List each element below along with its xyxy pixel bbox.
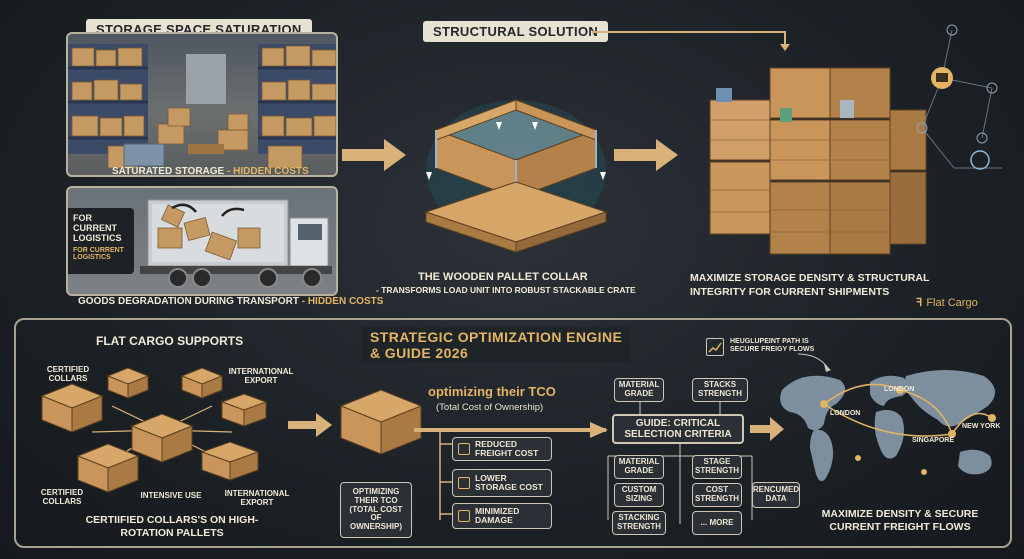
- tco-box: OPTIMIZING THEIR TCO (TOTAL COST OF OWNE…: [340, 482, 412, 538]
- tco-flow-lines: [414, 422, 608, 520]
- goods-degradation-caption: GOODS DEGRADATION DURING TRANSPORT - HID…: [78, 296, 383, 307]
- benefit-lower-storage-text: LOWER STORAGE COST: [475, 472, 543, 492]
- arrow-to-tco: [288, 413, 332, 437]
- engine-title-line2: & GUIDE 2026: [370, 345, 469, 361]
- truck-illustration: [140, 199, 332, 288]
- arrow-to-top-right: [592, 31, 790, 51]
- saturated-storage-text: SATURATED STORAGE: [112, 166, 225, 177]
- wooden-pallet-collar-subtitle: - TRANSFORMS LOAD UNIT INTO ROBUST STACK…: [376, 285, 636, 295]
- city-new-york: NEW YORK: [962, 423, 1001, 430]
- engine-title-block: STRATEGIC OPTIMIZATION ENGINE & GUIDE 20…: [362, 327, 631, 363]
- label-intensive-use: INTENSIVE USE: [140, 491, 202, 500]
- criteria-material-grade: MATERIAL GRADE: [614, 455, 664, 479]
- flat-cargo-logo: ꟻ Flat Cargo: [916, 296, 978, 310]
- world-map: [780, 370, 996, 482]
- tco-subtitle: (Total Cost of Ownership): [436, 402, 544, 413]
- arrow-to-stack: [614, 139, 678, 171]
- box-icon: [458, 477, 470, 489]
- benefit-minimized-damage-text: MINIMIZED DAMAGE: [475, 505, 520, 525]
- warehouse-image: [66, 32, 338, 177]
- certified-collars-caption: CERTIIFIED COLLARS'S ON HIGH-ROTATION PA…: [85, 514, 259, 539]
- stacked-crates-illustration: [709, 67, 927, 255]
- pallet-collar-illustration: [424, 99, 608, 253]
- wooden-pallet-collar-title: THE WOODEN PALLET COLLAR: [418, 271, 588, 283]
- truck-image: FOR CURRENT LOGISTICS FOR CURRENT LOGIST…: [66, 186, 338, 296]
- arrow-to-collar: [342, 139, 406, 171]
- extra-data-box: RENCUMED DATA: [752, 482, 800, 508]
- criteria-more: ... MORE: [692, 511, 742, 535]
- arrow-to-map: [750, 417, 784, 441]
- flat-cargo-supports-title: FLAT CARGO SUPPORTS: [96, 334, 244, 348]
- label-international-export-top: INTERNATIONAL EXPORT: [228, 367, 294, 385]
- engine-panel: [14, 318, 1012, 548]
- criteria-material-grade-top: MATERIAL GRADE: [614, 378, 664, 402]
- saturated-storage-caption: SATURATED STORAGE - HIDDEN COSTS: [112, 166, 309, 177]
- label-international-export-bottom: INTERNATIONAL EXPORT: [224, 489, 290, 507]
- degradation-hidden-costs: - HIDDEN COSTS: [301, 296, 384, 307]
- chart-icon: [706, 338, 724, 356]
- maximize-storage-caption: MAXIMIZE STORAGE DENSITY & STRUCTURAL IN…: [690, 272, 930, 298]
- criteria-stage-strength: STAGE STRENGTH: [692, 455, 742, 479]
- logo-mark-icon: ꟻ: [916, 297, 923, 309]
- tco-crate-illustration: [339, 389, 423, 455]
- guide-critical-criteria: GUIDE: CRITICAL SELECTION CRITERIA: [612, 414, 744, 444]
- city-london-left: LONDON: [830, 410, 861, 417]
- map-note-text: HEUGLUPEINT PATH IS SECURE FREIGY FLOWS: [730, 338, 815, 354]
- label-certified-collars-bottom: CERTIFIED COLLARS: [40, 488, 84, 506]
- truck-label-primary: FOR CURRENT LOGISTICS: [73, 213, 122, 243]
- benefit-lower-storage: LOWER STORAGE COST: [452, 469, 552, 497]
- tco-title: optimizing their TCO: [428, 384, 556, 399]
- map-caption: MAXIMIZE DENSITY & SECURE CURRENT FREIGH…: [821, 508, 979, 533]
- truck-icon: [458, 443, 470, 455]
- label-certified-collars-top: CERTIFIED COLLARS: [46, 365, 90, 383]
- network-icons: [916, 24, 1002, 170]
- criteria-stacks-strength-top: STACKS STRENGTH: [692, 378, 748, 402]
- structural-solution-title: STRUCTURAL SOLUTION: [423, 21, 609, 42]
- saturated-hidden-costs: - HIDDEN COSTS: [227, 166, 309, 177]
- truck-label-block: FOR CURRENT LOGISTICS FOR CURRENT LOGIST…: [68, 208, 134, 274]
- shield-icon: [458, 510, 470, 522]
- criteria-custom-sizing: CUSTOM SIZING: [614, 483, 664, 507]
- truck-label-secondary: FOR CURRENT LOGISTICS: [73, 246, 124, 262]
- map-note-arrow: [797, 353, 831, 372]
- degradation-text: GOODS DEGRADATION DURING TRANSPORT: [78, 296, 299, 307]
- warehouse-illustration: [68, 44, 336, 169]
- criteria-stacking-strength: STACKING STRENGTH: [612, 511, 666, 535]
- city-singapore: SINGAPORE: [912, 437, 955, 444]
- city-london-right: LONDON: [884, 386, 915, 393]
- brand-name: Flat Cargo: [926, 296, 978, 309]
- benefit-minimized-damage: MINIMIZED DAMAGE: [452, 503, 552, 529]
- map-note: HEUGLUPEINT PATH IS SECURE FREIGY FLOWS: [706, 338, 820, 356]
- benefit-reduced-freight-text: REDUCED FREIGHT COST: [475, 438, 539, 458]
- benefit-reduced-freight: REDUCED FREIGHT COST: [452, 437, 552, 461]
- supports-crates-illustration: [40, 367, 268, 493]
- criteria-cost-strength: COST STRENGTH: [692, 483, 742, 507]
- engine-title-line1: STRATEGIC OPTIMIZATION ENGINE: [370, 329, 623, 345]
